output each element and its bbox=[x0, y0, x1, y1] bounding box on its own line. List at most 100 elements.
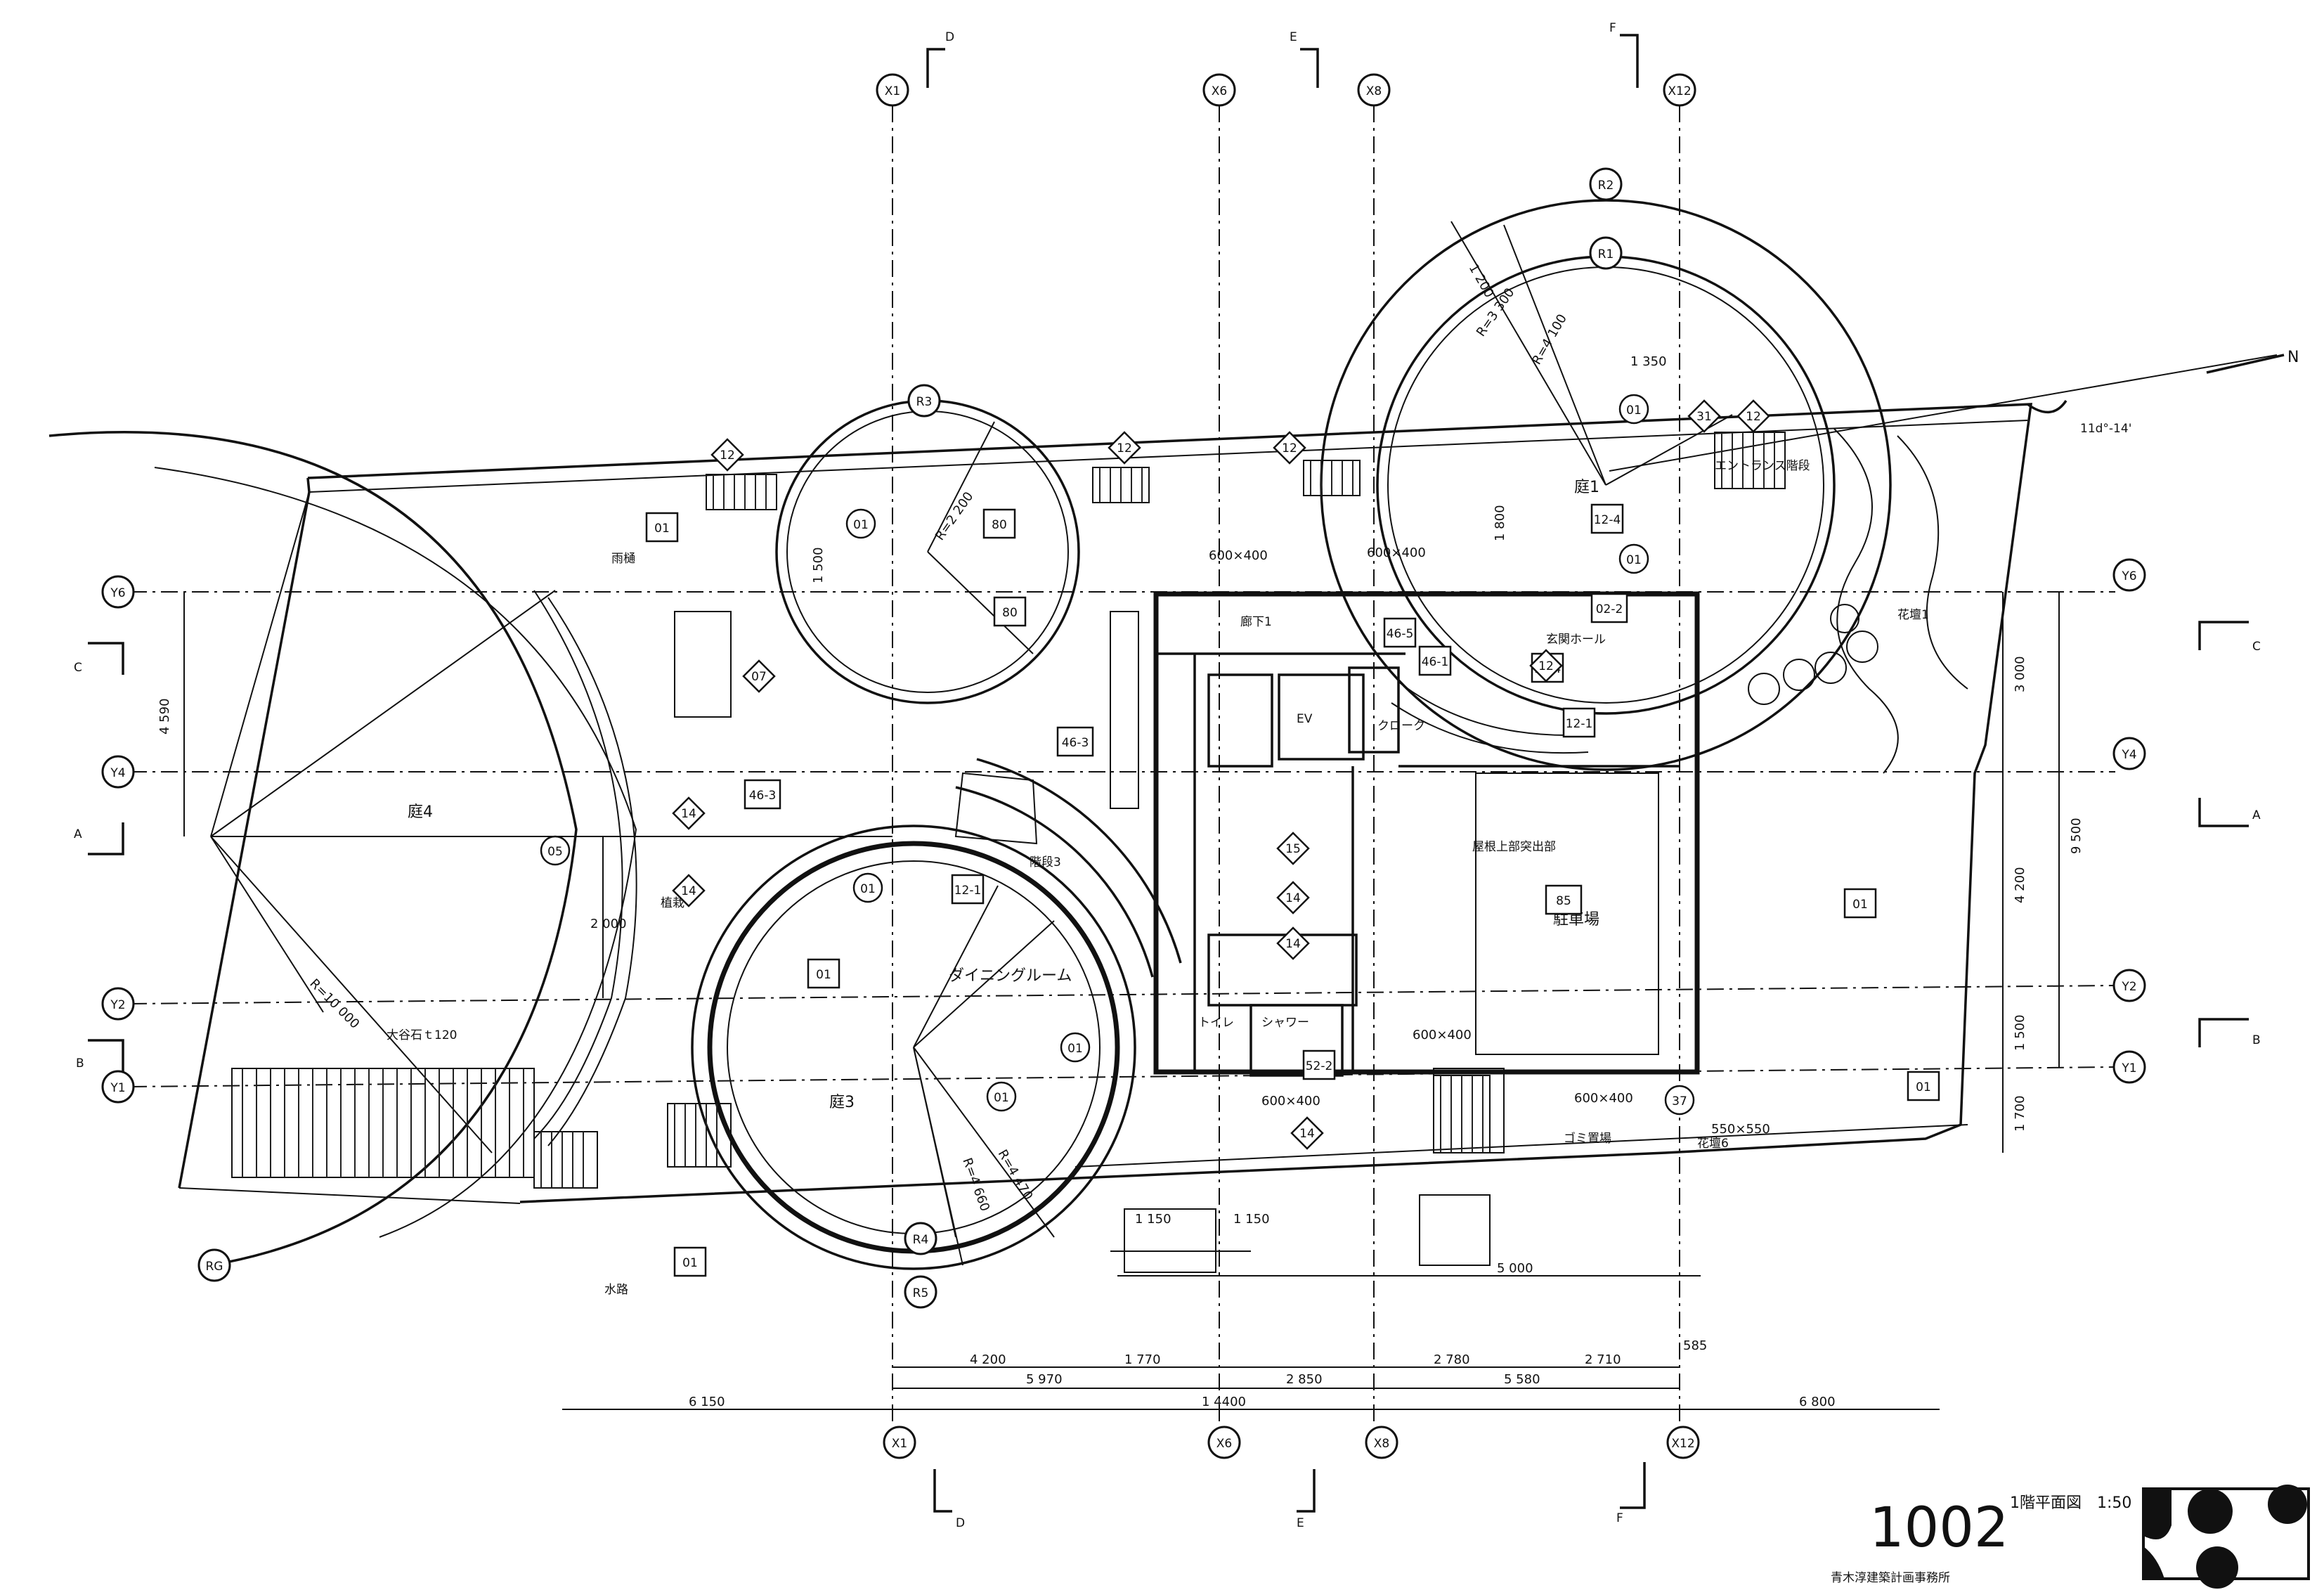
sheet-number: 1002 bbox=[1869, 1497, 2009, 1560]
radius-label-r4470: R=4 470 bbox=[995, 1147, 1036, 1203]
marker-01-d: 01 bbox=[853, 518, 869, 532]
grid-x8-bottom: X8 bbox=[1374, 1437, 1389, 1451]
dim-5580: 5 580 bbox=[1504, 1372, 1540, 1387]
tag-61-1: 12-1 bbox=[954, 884, 982, 898]
dim-1770: 1 770 bbox=[1124, 1352, 1161, 1367]
tag-01-b: 01 bbox=[1852, 898, 1868, 912]
marker-14-d: 14 bbox=[1285, 937, 1301, 951]
section-a-left: A bbox=[74, 827, 82, 841]
radius-label-r4660: R=4 660 bbox=[959, 1156, 992, 1214]
section-f-bottom: F bbox=[1616, 1511, 1623, 1525]
room-flowerbed6: 花壇6 bbox=[1697, 1137, 1729, 1151]
room-toilet: トイレ bbox=[1198, 1016, 1234, 1030]
dim-5970: 5 970 bbox=[1026, 1372, 1063, 1387]
radius-label-r4100: R=4 100 bbox=[1529, 311, 1570, 367]
dim-2710: 2 710 bbox=[1585, 1352, 1621, 1367]
radius-label-r2200: R=2 200 bbox=[933, 489, 977, 543]
tag-02-2: 85 bbox=[1556, 894, 1571, 908]
dim-6800: 6 800 bbox=[1799, 1395, 1836, 1409]
room-dining: ダイニングルーム bbox=[949, 967, 1072, 985]
marker-31: 31 bbox=[1696, 410, 1712, 424]
section-f-top: F bbox=[1609, 21, 1616, 35]
marker-12-e: 12 bbox=[1538, 659, 1554, 673]
room-upper: 屋根上部突出部 bbox=[1472, 840, 1556, 854]
section-a-right: A bbox=[2252, 808, 2261, 822]
marker-01-f: 01 bbox=[994, 1091, 1009, 1105]
tag-01-e: 01 bbox=[1916, 1080, 1931, 1094]
room-shower: シャワー bbox=[1261, 1016, 1309, 1030]
grid-y4-right: Y4 bbox=[2121, 748, 2136, 762]
marker-13: 15 bbox=[1285, 842, 1301, 856]
site-outline bbox=[178, 403, 2033, 1204]
radius-r2-bubble: R2 bbox=[1598, 179, 1614, 193]
tag-01-d: 01 bbox=[682, 1256, 698, 1270]
dim-5000: 5 000 bbox=[1497, 1261, 1533, 1276]
grid-y4-left: Y4 bbox=[110, 766, 125, 780]
marker-01-a: 01 bbox=[1626, 403, 1642, 418]
label-water: 水路 bbox=[604, 1283, 628, 1297]
room-garden1: 庭1 bbox=[1574, 479, 1599, 496]
room-garbage: ゴミ置場 bbox=[1564, 1131, 1611, 1146]
grid-y1-right: Y1 bbox=[2121, 1061, 2136, 1075]
dimension-text: 4 200 1 770 2 850 2 780 2 710 5 970 5 58… bbox=[157, 261, 2084, 1409]
section-e-bottom: E bbox=[1297, 1516, 1304, 1530]
grid-x6-top: X6 bbox=[1212, 84, 1227, 98]
marker-07: 07 bbox=[751, 670, 767, 684]
radius-label-r10000: R=10 000 bbox=[306, 976, 362, 1032]
dim-1150-b: 1 150 bbox=[1233, 1212, 1270, 1227]
dim-14400: 1 4400 bbox=[1202, 1395, 1246, 1409]
markers: 12 12 12 31 12 07 14 14 15 14 14 14 12 0… bbox=[540, 394, 1770, 1150]
radius-r1-bubble: R1 bbox=[1598, 247, 1614, 261]
marker-01-b: 01 bbox=[1626, 553, 1642, 567]
section-e-top: E bbox=[1290, 30, 1297, 44]
section-markers: D E F D E F C A B C A B bbox=[74, 21, 2261, 1530]
marker-01-c: 01 bbox=[860, 882, 876, 896]
tag-01-a: 01 bbox=[654, 522, 670, 536]
dim-600x400-a: 600×400 bbox=[1209, 548, 1268, 563]
marker-12-b: 12 bbox=[1117, 441, 1132, 455]
grid-y2-left: Y2 bbox=[110, 998, 125, 1012]
grid-y6-right: Y6 bbox=[2121, 569, 2136, 583]
radius-rg-bubble: RG bbox=[206, 1260, 223, 1274]
dim-4200-r: 4 200 bbox=[2013, 867, 2027, 903]
tag-46-5: 46-5 bbox=[1387, 627, 1414, 641]
grid-x1-bottom: X1 bbox=[892, 1437, 907, 1451]
stair-hatching bbox=[231, 432, 1786, 1189]
label-entrance-steps: エントランス階段 bbox=[1715, 459, 1810, 473]
grid-x12-bottom: X12 bbox=[1671, 1437, 1694, 1451]
dim-3000: 3 000 bbox=[2013, 656, 2027, 692]
marker-05: 05 bbox=[547, 845, 563, 859]
grid-x1-top: X1 bbox=[885, 84, 900, 98]
dim-1200: 1 200 bbox=[1466, 261, 1497, 300]
dim-2850: 2 850 bbox=[1286, 1372, 1323, 1387]
dim-600x400-e: 600×400 bbox=[1574, 1091, 1633, 1106]
radius-r5-bubble: R5 bbox=[913, 1286, 929, 1300]
dim-1150-a: 1 150 bbox=[1135, 1212, 1171, 1227]
grid-lines bbox=[129, 105, 2116, 1427]
tag-52-2: 52-2 bbox=[1306, 1059, 1333, 1073]
marker-14-b: 14 bbox=[681, 884, 696, 898]
grid-x8-top: X8 bbox=[1366, 84, 1382, 98]
section-c-right: C bbox=[2252, 640, 2261, 654]
dim-1700: 1 700 bbox=[2013, 1095, 2027, 1132]
title-block: 1002 1階平面図 1:50 青木淳建築計画事務所 bbox=[1831, 1485, 2310, 1589]
grid-x6-bottom: X6 bbox=[1216, 1437, 1232, 1451]
tag-01-c: 01 bbox=[816, 968, 831, 982]
marker-14-a: 14 bbox=[681, 807, 696, 821]
tag-80-b: 80 bbox=[1002, 606, 1018, 620]
tag-80-a: 80 bbox=[992, 518, 1007, 532]
circles bbox=[691, 199, 1892, 1270]
dim-1500-b: 1 500 bbox=[811, 547, 826, 583]
label-stone: 大谷石ｔ120 bbox=[387, 1028, 457, 1042]
office-name: 青木淳建築計画事務所 bbox=[1831, 1571, 1950, 1585]
section-b-left: B bbox=[76, 1056, 84, 1071]
room-ev: EV bbox=[1297, 712, 1313, 726]
label-rain-gutter: 雨樋 bbox=[611, 552, 635, 566]
office-logo bbox=[2142, 1485, 2310, 1589]
dim-2780: 2 780 bbox=[1434, 1352, 1470, 1367]
tag-12-4: 02-2 bbox=[1596, 602, 1623, 616]
marker-12-a: 12 bbox=[720, 448, 735, 463]
tag-61-1-b: 12-1 bbox=[1566, 717, 1593, 731]
marker-12-d: 12 bbox=[1746, 410, 1761, 424]
